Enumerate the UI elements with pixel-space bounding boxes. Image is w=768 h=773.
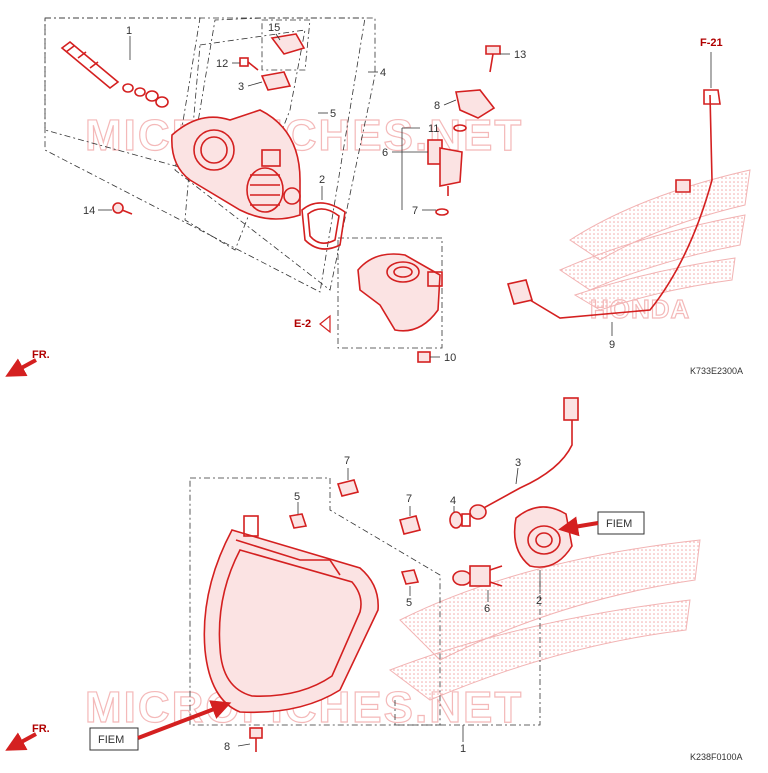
top-leader-lines: [98, 33, 712, 358]
fr-arrow-bottom: FR.: [5, 723, 50, 751]
part-2-gasket: [301, 202, 346, 250]
intake-manifold: [357, 253, 443, 332]
group-frame-main: [44, 17, 366, 293]
group-frame-e2: [337, 237, 443, 349]
part-8-bolt: [249, 727, 263, 752]
part-3-clip: [260, 71, 292, 91]
group-frame-4: [44, 17, 376, 291]
ref-f21: F-21: [700, 37, 723, 49]
bottom-callouts: 1 2 3 4 5 5 6 7 7 8: [224, 455, 542, 755]
honda-wing-logo-top: HONDA: [558, 169, 751, 325]
callout-b-4: 4: [450, 495, 456, 507]
callout-3: 3: [238, 81, 244, 93]
callout-15: 15: [268, 22, 280, 34]
group-frame-15: [261, 19, 311, 71]
callout-4: 4: [380, 67, 386, 79]
part-6-injector: [427, 139, 463, 196]
fiem-left-text: FIEM: [98, 734, 124, 746]
part-11-oring: [453, 124, 467, 132]
group-frame-headlight: [189, 477, 441, 726]
part-10-nut: [417, 351, 431, 363]
part-7-oring: [435, 208, 449, 216]
fiem-right-text: FIEM: [606, 518, 632, 530]
part-1-headlight: [203, 515, 379, 714]
callout-b-7b: 7: [406, 493, 412, 505]
fiem-label-right: FIEM: [558, 511, 645, 537]
part-7-socket-b: [399, 515, 421, 535]
fiem-label-left: FIEM: [89, 700, 232, 751]
ref-e2-arrow: E-2: [294, 314, 331, 334]
part-9-cable: [506, 89, 721, 319]
callout-14: 14: [83, 205, 95, 217]
part-3-harness: [469, 397, 579, 520]
part-5-bulb-b: [400, 569, 420, 585]
part-7-socket-a: [336, 479, 360, 497]
diagram-code-top: K733E2300A: [690, 366, 743, 376]
part-13-bolt: [485, 45, 501, 73]
svg-text:HONDA: HONDA: [590, 294, 690, 324]
ref-e2-label: E-2: [294, 318, 311, 330]
callout-b-6: 6: [484, 603, 490, 615]
callout-9: 9: [609, 339, 615, 351]
callout-11: 11: [428, 123, 439, 135]
top-diagram: 1 2 3 4 5 6 7 8 9 10 11 12 13 14 15 F-21…: [5, 17, 743, 377]
fr-label-bottom: FR.: [32, 723, 50, 735]
callout-2: 2: [319, 174, 325, 186]
callout-b-5a: 5: [294, 491, 300, 503]
callout-6: 6: [382, 147, 388, 159]
fr-label-top: FR.: [32, 349, 50, 361]
callout-7: 7: [412, 205, 418, 217]
part-6-headlight-bulb: [452, 565, 503, 587]
throttle-body: [171, 109, 301, 220]
part-8-cap: [455, 89, 496, 119]
part-14-bolt: [112, 202, 133, 215]
part-4-bulb: [449, 511, 471, 529]
part-5-bulb-a: [288, 513, 308, 529]
callout-b-3: 3: [515, 457, 521, 469]
callout-13: 13: [514, 49, 526, 61]
part-2-dust-cover: [513, 506, 573, 568]
bottom-leader-lines: [237, 467, 541, 747]
callout-b-1: 1: [460, 743, 466, 755]
callout-b-7a: 7: [344, 455, 350, 467]
diagram-code-bottom: K238F0100A: [690, 752, 743, 762]
callout-b-8: 8: [224, 741, 230, 753]
callout-5: 5: [330, 108, 336, 120]
top-callouts: 1 2 3 4 5 6 7 8 9 10 11 12 13 14 15: [83, 22, 615, 364]
callout-12: 12: [216, 58, 228, 70]
callout-b-5b: 5: [406, 597, 412, 609]
callout-b-2: 2: [536, 595, 542, 607]
fr-arrow-top: FR.: [5, 349, 50, 377]
callout-1: 1: [126, 25, 132, 37]
callout-8: 8: [434, 100, 440, 112]
part-12-bolt: [239, 57, 259, 71]
callout-10: 10: [444, 352, 456, 364]
part-15-clip: [270, 33, 306, 55]
part-1-injector-screw: [60, 40, 169, 108]
bottom-diagram: 1 2 3 4 5 5 6 7 7 8 FIEM FIEM FR. K238F0…: [5, 397, 743, 762]
